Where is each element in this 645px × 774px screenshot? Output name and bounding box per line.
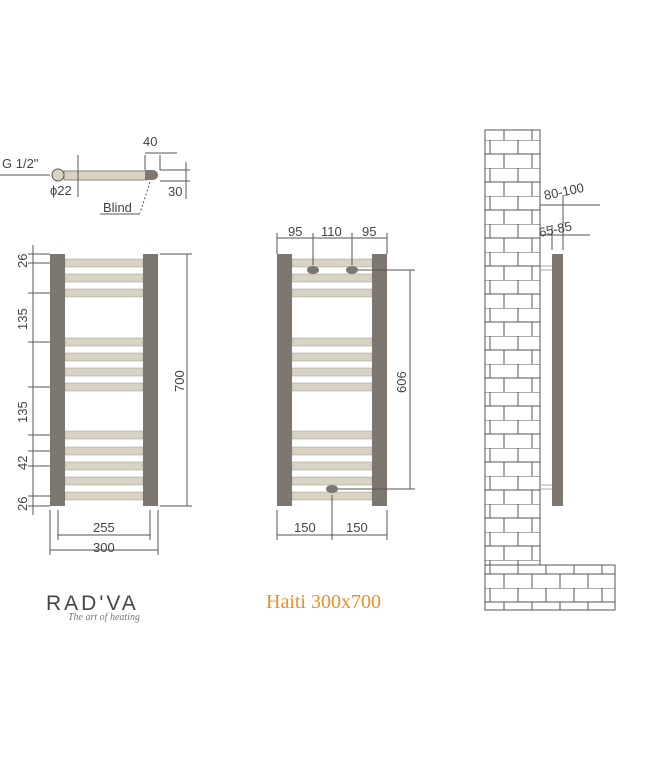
towel-bar	[291, 476, 373, 486]
svg-text:300: 300	[93, 540, 115, 555]
svg-text:700: 700	[172, 370, 187, 392]
towel-bar	[291, 337, 373, 347]
towel-bar	[291, 367, 373, 377]
svg-text:ϕ22: ϕ22	[50, 183, 72, 198]
pipe-detail: G 1/2" ϕ22 40 30 Blind	[0, 134, 190, 215]
svg-text:606: 606	[394, 371, 409, 393]
back-dimensions	[276, 233, 415, 540]
svg-text:40: 40	[143, 134, 157, 149]
svg-text:26: 26	[15, 497, 30, 511]
brand-logo: RAD'VA	[46, 592, 139, 615]
towel-bar	[291, 258, 373, 268]
brand-tagline: The art of heating	[68, 612, 140, 623]
towel-bar	[291, 352, 373, 362]
towel-bar	[64, 273, 144, 283]
towel-bar	[291, 288, 373, 298]
towel-bar	[291, 430, 373, 440]
towel-bar	[64, 352, 144, 362]
svg-text:80-100: 80-100	[543, 180, 586, 203]
side-rail	[143, 254, 158, 506]
towel-bar	[64, 367, 144, 377]
svg-text:150: 150	[346, 520, 368, 535]
svg-text:150: 150	[294, 520, 316, 535]
wall-section	[484, 129, 616, 611]
svg-text:Blind: Blind	[103, 200, 132, 215]
side-rail	[372, 254, 387, 506]
svg-text:135: 135	[15, 308, 30, 330]
towel-bar	[64, 446, 144, 456]
towel-bar	[64, 382, 144, 392]
side-rail	[277, 254, 292, 506]
svg-text:95: 95	[288, 224, 302, 239]
svg-text:30: 30	[168, 184, 182, 199]
svg-text:95: 95	[362, 224, 376, 239]
model-name: Haiti 300x700	[266, 591, 381, 613]
front-dimensions	[28, 245, 192, 555]
svg-text:42: 42	[15, 456, 30, 470]
back-view	[277, 254, 387, 506]
svg-text:65-85: 65-85	[538, 218, 574, 240]
svg-text:135: 135	[15, 401, 30, 423]
towel-bar	[291, 446, 373, 456]
towel-bar	[64, 288, 144, 298]
towel-bar	[64, 337, 144, 347]
towel-bar	[64, 430, 144, 440]
svg-text:255: 255	[93, 520, 115, 535]
towel-bar	[64, 491, 144, 501]
towel-bar	[291, 382, 373, 392]
towel-bar	[64, 258, 144, 268]
towel-bar	[291, 461, 373, 471]
svg-text:G 1/2": G 1/2"	[2, 156, 39, 171]
towel-bar	[64, 461, 144, 471]
front-view	[50, 254, 158, 506]
towel-bar	[64, 476, 144, 486]
svg-text:26: 26	[15, 254, 30, 268]
towel-bar	[291, 273, 373, 283]
svg-text:110: 110	[321, 224, 342, 239]
side-rail	[50, 254, 65, 506]
